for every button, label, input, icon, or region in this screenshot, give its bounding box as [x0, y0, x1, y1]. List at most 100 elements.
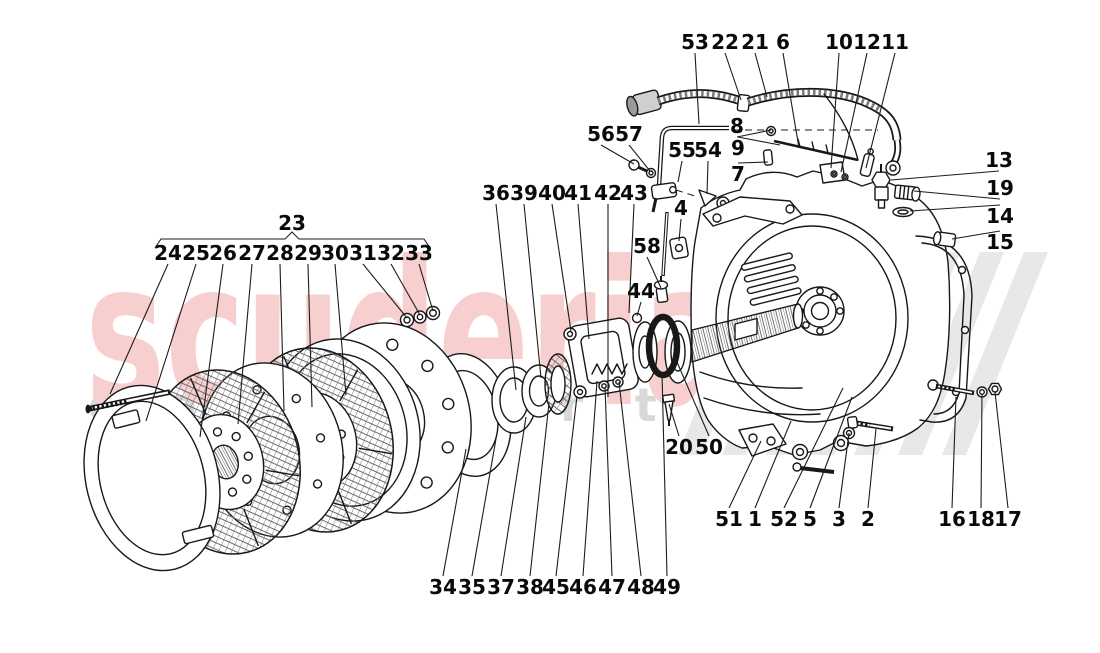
callout-58: 58: [633, 234, 661, 258]
callout-51: 51: [715, 507, 743, 531]
leader-39: [523, 203, 542, 379]
leader-24: [109, 263, 169, 395]
hose-clamp: [736, 94, 751, 113]
callout-48: 48: [627, 575, 655, 599]
hydraulics-hoses-group: [626, 87, 957, 260]
flex-hose-21: [656, 89, 746, 107]
callout-7: 7: [731, 162, 745, 186]
leader-53: [694, 52, 700, 125]
leader-47: [604, 386, 613, 577]
callout-43: 43: [620, 181, 648, 205]
stud-bolt: [85, 389, 171, 414]
callout-29: 29: [294, 241, 322, 265]
leader-37: [500, 416, 527, 577]
callout-35: 35: [458, 575, 486, 599]
callout-8: 8: [730, 114, 744, 138]
callout-45: 45: [542, 575, 570, 599]
callout-41: 41: [564, 181, 592, 205]
callout-39: 39: [510, 181, 538, 205]
leader-9: [737, 136, 781, 146]
leader-16: [951, 396, 957, 509]
callout-12: 12: [853, 30, 881, 54]
callout-31: 31: [349, 241, 377, 265]
leader-44: [636, 301, 642, 317]
leader-41: [577, 203, 590, 340]
housing-opening: [715, 213, 909, 423]
washers-31-32-33: [399, 305, 441, 328]
hose-boot: [626, 89, 662, 117]
leader-34: [442, 448, 467, 577]
callout-52: 52: [770, 507, 798, 531]
leader-31: [362, 263, 408, 319]
callout-16: 16: [938, 507, 966, 531]
callout-19: 19: [986, 176, 1014, 200]
callout-32: 32: [377, 241, 405, 265]
callout-2: 2: [861, 507, 875, 531]
adapter-fitting: [893, 184, 921, 202]
callout-55: 55: [668, 138, 696, 162]
callout-42: 42: [594, 181, 622, 205]
callout-34: 34: [429, 575, 457, 599]
leader-13: [890, 170, 1000, 181]
leader-6: [782, 52, 800, 149]
leader-48: [618, 381, 642, 577]
leader-43: [628, 203, 635, 314]
leader-15: [951, 230, 1001, 240]
callout-56: 56: [587, 122, 615, 146]
callout-15: 15: [986, 230, 1014, 254]
callout-36: 36: [482, 181, 510, 205]
callout-9: 9: [731, 136, 745, 160]
leader-10: [830, 52, 840, 169]
callout-28: 28: [266, 241, 294, 265]
clutch-stack-group: [129, 305, 472, 571]
leader-11: [865, 52, 896, 169]
support-bracket: [669, 236, 689, 260]
callout-17: 17: [994, 507, 1022, 531]
leader-12: [840, 52, 868, 173]
leader-36: [495, 203, 517, 391]
flex-hose-6: [746, 87, 902, 176]
release-cylinder-group: [563, 211, 692, 426]
callout-38: 38: [516, 575, 544, 599]
leader-14: [909, 204, 1001, 212]
leader-25: [145, 263, 197, 422]
callout-57: 57: [615, 122, 643, 146]
leader-55: [677, 160, 683, 183]
callout-23: 23: [278, 211, 306, 235]
sensor-wire: [823, 93, 859, 161]
leader-19: [913, 190, 1001, 200]
callout-27: 27: [238, 241, 266, 265]
callout-30: 30: [321, 241, 349, 265]
leader-30: [334, 263, 347, 396]
leader-21: [754, 52, 768, 98]
callout-47: 47: [598, 575, 626, 599]
leader-50: [676, 361, 710, 437]
callout-5: 5: [803, 507, 817, 531]
callout-46: 46: [569, 575, 597, 599]
leader-26: [199, 263, 224, 438]
leader-5: [809, 396, 853, 509]
bolt-2-washer-3: [842, 415, 894, 440]
leader-32: [390, 263, 421, 316]
callout-49: 49: [653, 575, 681, 599]
leader-22: [724, 52, 742, 101]
release-spring: [591, 363, 628, 375]
leader-54: [706, 160, 709, 195]
leader-7: [737, 161, 769, 164]
callout-20: 20: [665, 435, 693, 459]
leader-29: [307, 263, 313, 408]
thermo-sender: [871, 164, 891, 209]
callout-26: 26: [209, 241, 237, 265]
callout-1: 1: [748, 507, 762, 531]
release-bearing-ring: [645, 313, 681, 379]
leader-4: [678, 218, 682, 242]
leader-27: [237, 263, 253, 425]
plug: [932, 231, 957, 248]
leader-45: [555, 395, 578, 577]
leader-38: [529, 402, 550, 577]
leader-52: [783, 387, 844, 509]
callout-3: 3: [832, 507, 846, 531]
housing-louvres: [740, 252, 802, 306]
callout-11: 11: [881, 30, 909, 54]
